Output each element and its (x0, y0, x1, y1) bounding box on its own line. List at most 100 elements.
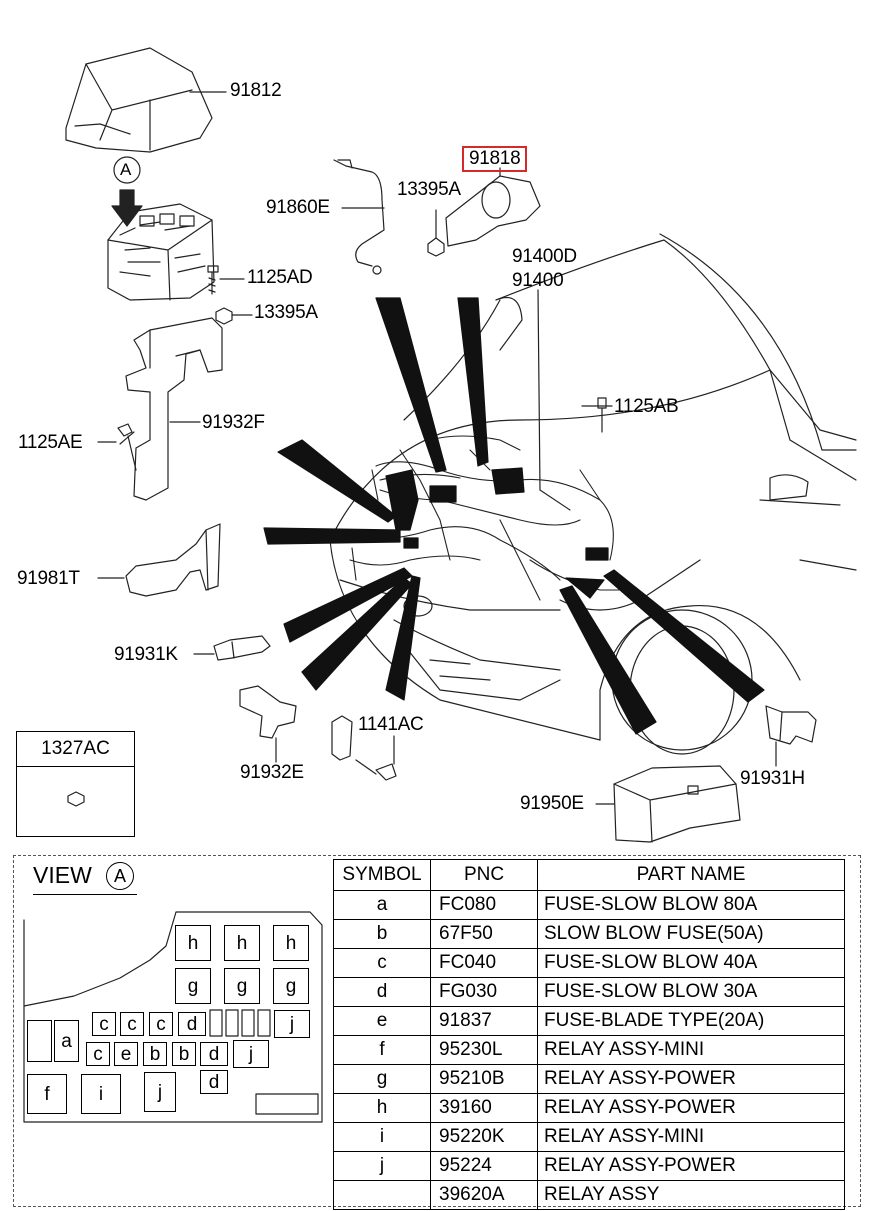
cell-part-name: RELAY ASSY-MINI (537, 1122, 845, 1152)
fuse-slot-j: j (274, 1010, 310, 1038)
fuse-slot-c: c (86, 1042, 110, 1066)
cell-part-name: FUSE-SLOW BLOW 30A (537, 977, 845, 1007)
callout-13395a-top: 13395A (397, 179, 461, 200)
bracket-91981t (97, 523, 221, 597)
fuse-slot-blank (27, 1020, 52, 1062)
view-label: VIEW (33, 862, 92, 888)
cell-part-name: RELAY ASSY (537, 1180, 845, 1210)
marker-a-letter: A (120, 160, 132, 179)
cell-symbol: c (333, 948, 431, 978)
cell-symbol: e (333, 1006, 431, 1036)
cell-symbol: b (333, 919, 431, 949)
fuse-slot-i: i (81, 1074, 121, 1114)
cell-pnc: 95210B (430, 1064, 538, 1094)
callout-1141ac: 1141AC (358, 714, 424, 735)
fuse-slot-h: h (175, 925, 211, 961)
bracket-91931h (765, 705, 817, 767)
view-circle-a: A (106, 862, 134, 890)
fuse-box-body (107, 203, 215, 301)
fuse-slot-a: a (54, 1020, 79, 1062)
cell-symbol: d (333, 977, 431, 1007)
callout-91400d: 91400D (512, 246, 577, 267)
cell-pnc: FC040 (430, 948, 538, 978)
cell-part-name: FUSE-SLOW BLOW 80A (537, 890, 845, 920)
cell-symbol: f (333, 1035, 431, 1065)
cell-part-name: RELAY ASSY-POWER (537, 1151, 845, 1181)
view-a-marker (113, 156, 141, 184)
callout-13395a: 13395A (254, 302, 318, 323)
cell-pnc: 67F50 (430, 919, 538, 949)
callout-91932f: 91932F (202, 412, 265, 433)
fuse-slot-d: d (200, 1042, 228, 1066)
fuse-slot-e: e (114, 1042, 138, 1066)
view-underline (33, 894, 137, 895)
fuse-slot-c: c (120, 1012, 144, 1036)
cell-pnc: 95220K (430, 1122, 538, 1152)
callout-1125ad: 1125AD (247, 267, 313, 288)
cell-part-name: FUSE-BLADE TYPE(20A) (537, 1006, 845, 1036)
cell-symbol: g (333, 1064, 431, 1094)
fuse-box-cover-91812 (65, 47, 227, 153)
fuse-slot-j: j (233, 1040, 269, 1068)
fuse-slot-b: b (143, 1042, 167, 1066)
header-part-name: PART NAME (537, 859, 845, 891)
part-1327ac-label: 1327AC (17, 732, 134, 767)
callout-91981t: 91981T (17, 568, 80, 589)
fuse-slot-g: g (273, 968, 309, 1004)
table-header-row: SYMBOL PNC PART NAME (333, 859, 845, 891)
fuse-slot-g: g (175, 968, 211, 1004)
cell-pnc: 95224 (430, 1151, 538, 1181)
part-1327ac-box: 1327AC (16, 731, 135, 837)
bracket-91932e (239, 685, 297, 763)
cell-pnc: 91837 (430, 1006, 538, 1036)
cell-part-name: FUSE-SLOW BLOW 40A (537, 948, 845, 978)
cell-symbol: a (333, 890, 431, 920)
cell-part-name: RELAY ASSY-MINI (537, 1035, 845, 1065)
cell-symbol: i (333, 1122, 431, 1152)
fuse-slot-g: g (224, 968, 260, 1004)
fuse-slot-f: f (27, 1074, 67, 1114)
cell-pnc: 95230L (430, 1035, 538, 1065)
callout-1125ab: 1125AB (614, 396, 679, 417)
callout-91931k: 91931K (114, 644, 178, 665)
header-pnc: PNC (430, 859, 538, 891)
cell-pnc: 39620A (430, 1180, 538, 1210)
fuse-slot-c: c (92, 1012, 116, 1036)
callout-91812: 91812 (230, 80, 282, 101)
leader-wedges (263, 297, 765, 735)
callout-91931h: 91931H (740, 768, 805, 789)
cell-symbol: h (333, 1093, 431, 1123)
fuse-slot-h: h (224, 925, 260, 961)
cell-symbol (333, 1180, 431, 1210)
down-arrow (111, 189, 143, 227)
connector-91818 (427, 167, 541, 257)
bracket-91931k (193, 635, 271, 661)
clip-1141ac (331, 715, 397, 781)
fuse-slot-j: j (144, 1072, 176, 1112)
header-symbol: SYMBOL (333, 859, 431, 891)
cell-pnc: 39160 (430, 1093, 538, 1123)
cell-symbol: j (333, 1151, 431, 1181)
fuse-slot-d: d (200, 1070, 228, 1094)
cable-91860e (333, 159, 385, 275)
callout-91950e: 91950E (520, 793, 584, 814)
cell-pnc: FG030 (430, 977, 538, 1007)
view-a-outline (23, 911, 323, 1123)
cell-part-name: SLOW BLOW FUSE(50A) (537, 919, 845, 949)
cover-91950e (595, 765, 741, 843)
callout-91400: 91400 (512, 270, 564, 291)
cell-part-name: RELAY ASSY-POWER (537, 1093, 845, 1123)
nut-1327ac (67, 791, 85, 807)
